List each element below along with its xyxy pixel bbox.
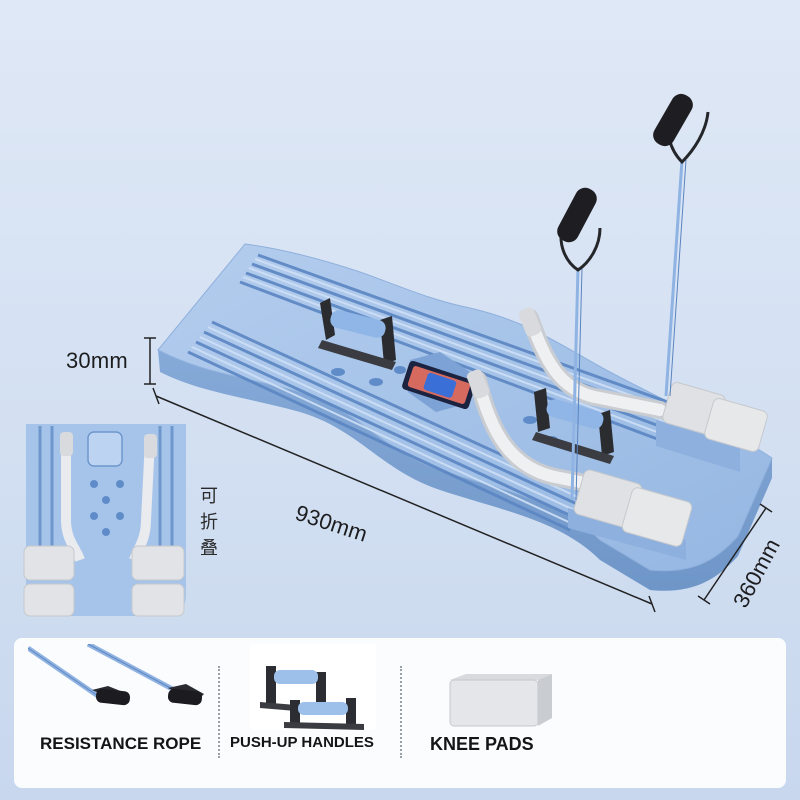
workout-board [157, 93, 773, 591]
resistance-rope-short [557, 187, 602, 501]
accessory-resistance-rope: RESISTANCE ROPE [28, 638, 228, 788]
dimension-lines [144, 337, 773, 613]
folded-board-inset [23, 424, 186, 617]
accessory-label: PUSH-UP HANDLES [230, 734, 374, 751]
knee-pads-icon [449, 674, 552, 727]
support-tube-lower [466, 369, 589, 491]
accessory-label: RESISTANCE ROPE [40, 734, 202, 753]
resistance-rope-tall [653, 93, 710, 397]
accessories-panel: RESISTANCE ROPE PUSH-UP HANDLES [14, 638, 786, 788]
phone-holder [402, 352, 476, 412]
push-up-handle-left [318, 298, 396, 370]
accessory-push-up-handles: PUSH-UP HANDLES [228, 638, 398, 788]
divider [218, 666, 220, 758]
knee-pads-upper [656, 382, 768, 472]
support-tube-upper [518, 307, 669, 419]
divider [400, 666, 402, 758]
foldable-label: 可折叠 [200, 486, 218, 559]
thickness-label: 30mm [66, 348, 128, 373]
resistance-rope-icon [28, 644, 204, 706]
accessory-knee-pads: KNEE PADS [428, 638, 578, 788]
push-up-handles-icon [250, 644, 376, 730]
accessory-label: KNEE PADS [430, 734, 534, 754]
knee-pads-lower [568, 469, 693, 560]
